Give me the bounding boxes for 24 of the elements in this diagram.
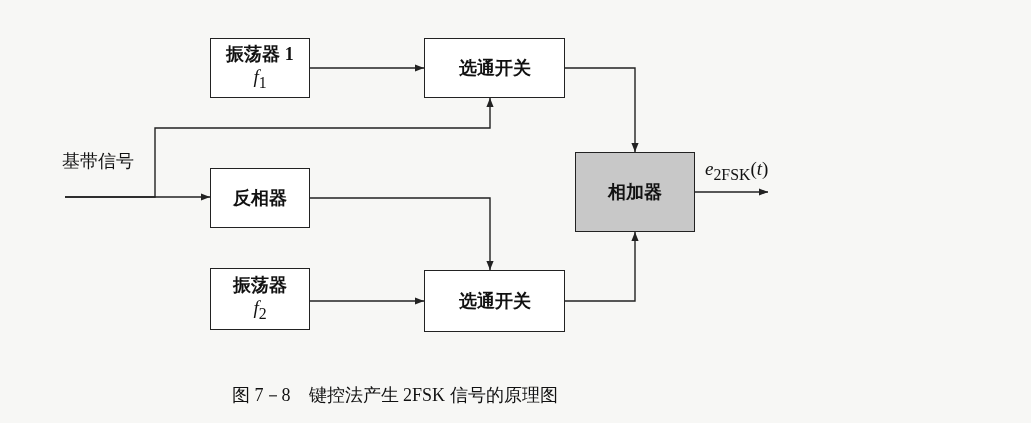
block-label: 选通开关 <box>458 56 531 80</box>
edge-label: e$_{2FSK}$(t) <box>705 158 769 184</box>
frequency-label: f$_{1}$ <box>253 65 267 94</box>
block-label: 相加器 <box>608 180 662 204</box>
block-label: 反相器 <box>233 186 287 210</box>
block-box <box>424 270 565 332</box>
arrow <box>564 231 639 302</box>
arrow <box>64 193 211 201</box>
block-box <box>210 168 310 228</box>
block-box <box>424 38 565 98</box>
figure-caption: 图 7－8 键控法产生 2FSK 信号的原理图 <box>232 384 558 407</box>
block-box <box>210 268 310 330</box>
block-box <box>210 38 310 98</box>
block-label: 选通开关 <box>458 289 531 313</box>
block-label: 振荡器 <box>233 273 287 297</box>
arrow <box>694 188 769 196</box>
adder-box <box>575 152 695 232</box>
arrow <box>309 297 425 305</box>
frequency-label: f$_{2}$ <box>253 296 267 325</box>
block-label: 振荡器 1 <box>226 42 294 66</box>
arrow <box>564 67 639 153</box>
arrow <box>309 197 494 271</box>
input-label: 基带信号 <box>62 150 134 173</box>
arrow <box>309 64 425 72</box>
